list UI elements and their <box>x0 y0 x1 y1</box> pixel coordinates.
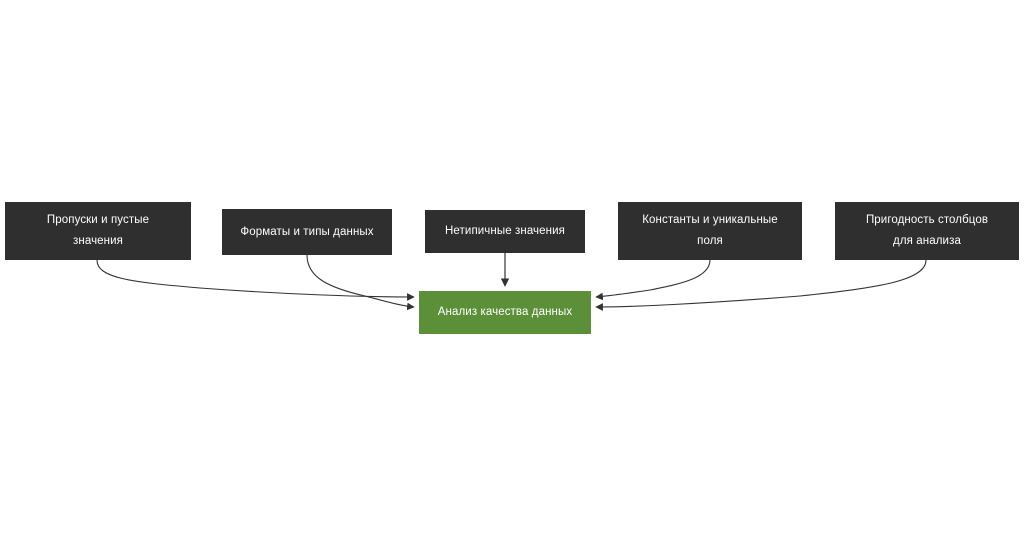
node-source-formats-and-types[interactable]: Форматы и типы данных <box>222 209 392 255</box>
node-label: Нетипичные значения <box>445 225 565 237</box>
node-label: Анализ качества данных <box>437 306 573 318</box>
node-source-column-suitability[interactable]: Пригодность столбцов для анализа <box>835 202 1019 260</box>
node-source-missing-values[interactable]: Пропуски и пустые значения <box>5 202 191 260</box>
node-label: Форматы и типы данных <box>240 225 374 238</box>
edge-source4-to-target <box>595 259 711 301</box>
node-source-constants-and-unique-fields[interactable]: Константы и уникальные поля <box>618 202 802 260</box>
edge-source2-to-target <box>306 254 415 311</box>
edge-source5-to-target <box>595 259 927 311</box>
edge-source1-to-target <box>96 259 415 301</box>
node-source-atypical-values[interactable]: Нетипичные значения <box>425 210 585 253</box>
node-label: Пригодность столбцов для анализа <box>865 214 989 247</box>
node-label: Пропуски и пустые значения <box>46 214 150 247</box>
node-label: Константы и уникальные поля <box>642 214 778 247</box>
node-target-data-quality-analysis[interactable]: Анализ качества данных <box>419 291 591 334</box>
